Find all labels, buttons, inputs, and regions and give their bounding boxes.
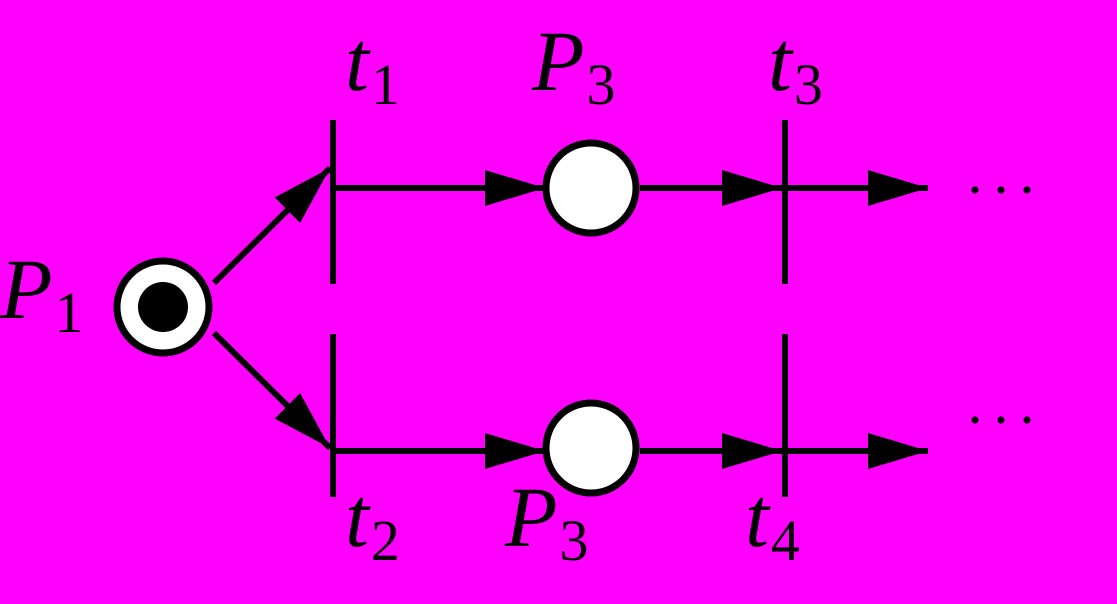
label-p1: P1 (0, 241, 84, 345)
label-t3: t3 (768, 13, 823, 117)
place-p1 (113, 257, 213, 357)
arc-p1-t1 (211, 165, 333, 286)
arc-p1-t2 (211, 330, 333, 451)
label-t4: t4 (745, 469, 800, 573)
label-p3-bottom: P3 (504, 469, 589, 573)
place-p3-bottom (542, 399, 640, 497)
label-p3-top: P3 (531, 13, 616, 117)
continuation-bottom: ··· (965, 387, 1043, 453)
place-p3-top (542, 139, 640, 237)
label-t2: t2 (345, 469, 400, 573)
token-dot (138, 282, 188, 332)
label-t1: t1 (345, 13, 400, 117)
continuation-top: ··· (965, 157, 1043, 223)
